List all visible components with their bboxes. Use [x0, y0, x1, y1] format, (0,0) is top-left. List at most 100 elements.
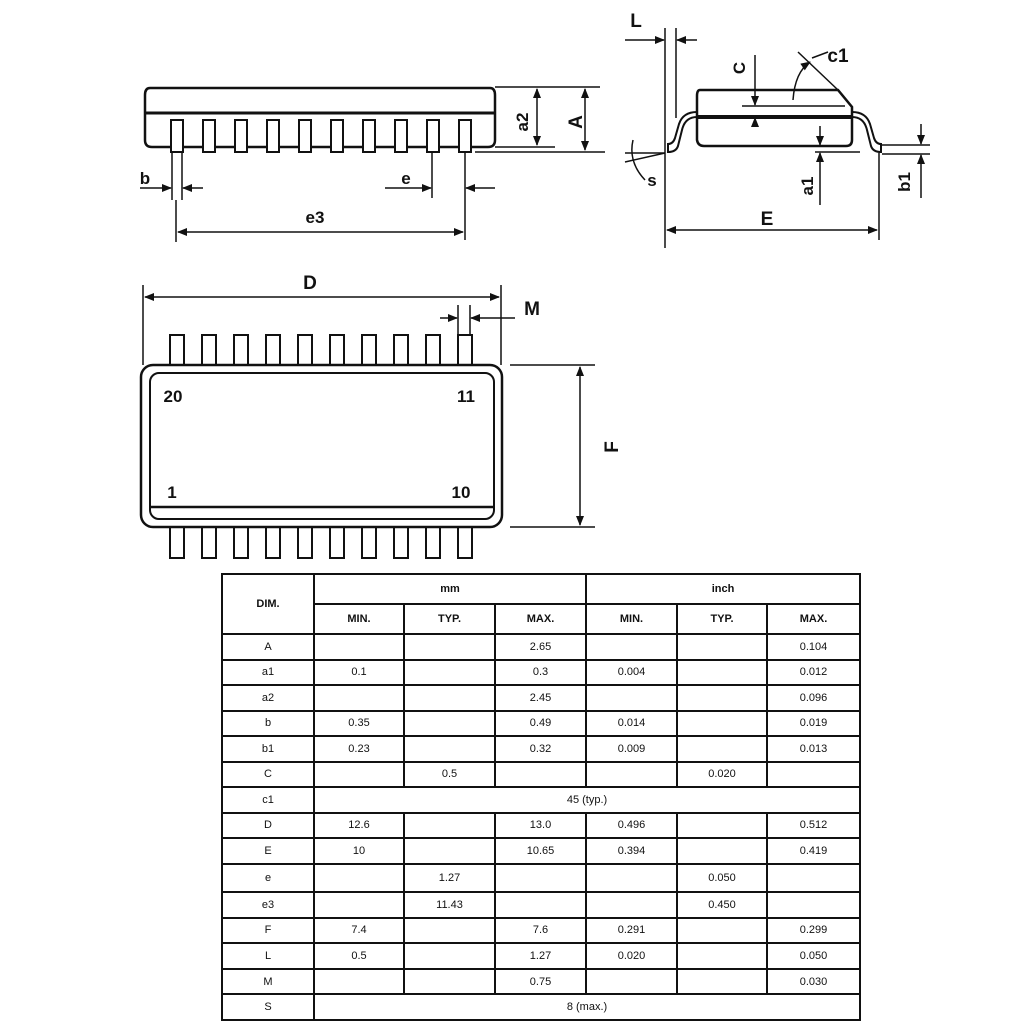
pin [233, 524, 249, 559]
dim-cell: b [221, 709, 315, 738]
value-cell: 12.6 [313, 811, 405, 840]
value-cell [403, 967, 496, 996]
value-cell: 0.5 [403, 760, 496, 789]
pin [393, 334, 409, 368]
value-cell [585, 633, 678, 661]
value-cell: 0.419 [765, 837, 862, 865]
label-c1: c1 [827, 46, 849, 67]
value-cell [403, 837, 496, 865]
value-cell: 0.1 [313, 658, 405, 687]
subheader-inch-min: MIN. [585, 603, 678, 635]
value-cell: 0.23 [313, 735, 405, 763]
value-cell [765, 760, 862, 789]
value-cell [676, 811, 768, 840]
dim-cell: a2 [221, 684, 315, 712]
value-cell: 0.096 [765, 684, 862, 712]
package-body-side [695, 88, 854, 148]
value-cell [313, 760, 405, 789]
value-cell: 1.27 [494, 942, 587, 970]
value-cell: 0.496 [585, 811, 678, 840]
value-cell [676, 837, 768, 865]
pin [233, 334, 249, 368]
subheader-mm-max: MAX. [494, 603, 587, 635]
value-cell [313, 862, 405, 894]
pin [297, 334, 313, 368]
value-cell: 10.65 [494, 837, 587, 865]
pin [329, 334, 345, 368]
dimensions-table: DIM. mm inch MIN. TYP. MAX. MIN. TYP. MA… [221, 573, 862, 1021]
value-cell: 0.020 [585, 942, 678, 970]
front-view [140, 86, 605, 242]
label-s: s [647, 171, 656, 190]
value-cell: 0.009 [585, 735, 678, 763]
dim-cell: a1 [221, 658, 315, 687]
package-body-top [139, 363, 504, 529]
value-cell: 7.4 [313, 916, 405, 945]
value-cell: 0.014 [585, 709, 678, 738]
value-cell [676, 633, 768, 661]
value-cell [676, 709, 768, 738]
value-cell [494, 760, 587, 789]
pin [425, 524, 441, 559]
pin [298, 119, 312, 153]
value-cell [403, 684, 496, 712]
value-cell: 0.512 [765, 811, 862, 840]
pin [202, 119, 216, 153]
value-cell: 0.104 [765, 633, 862, 661]
pin [425, 334, 441, 368]
dim-cell: c1 [221, 786, 315, 814]
value-cell: 0.75 [494, 967, 587, 996]
dim-cell: e [221, 862, 315, 894]
pin [169, 524, 185, 559]
pin [201, 334, 217, 368]
value-cell [494, 891, 587, 919]
value-cell: 0.012 [765, 658, 862, 687]
dim-cell: E [221, 837, 315, 865]
pin [170, 119, 184, 153]
label-b1: b1 [895, 172, 914, 192]
label-a1: a1 [798, 177, 817, 196]
header-mm: mm [313, 573, 587, 605]
value-cell: 0.450 [676, 891, 768, 919]
label-F: F [602, 441, 623, 453]
top-view [139, 285, 595, 559]
pin [361, 524, 377, 559]
value-cell: 0.004 [585, 658, 678, 687]
label-E: E [761, 209, 774, 230]
pin [393, 524, 409, 559]
lead-right [851, 111, 882, 154]
pin [426, 119, 440, 153]
pin-label-1: 1 [167, 483, 176, 502]
span-cell: 8 (max.) [312, 993, 862, 1021]
value-cell: 0.291 [585, 916, 678, 945]
pin [169, 334, 185, 368]
subheader-inch-typ: TYP. [676, 603, 768, 635]
value-cell [585, 967, 678, 996]
top-pins [169, 334, 473, 368]
value-cell [765, 862, 862, 894]
value-cell: 0.32 [494, 735, 587, 763]
value-cell: 11.43 [403, 891, 496, 919]
pin [266, 119, 280, 153]
pin [394, 119, 408, 153]
bottom-pins [169, 524, 473, 559]
value-cell: 0.013 [765, 735, 862, 763]
front-pins [170, 119, 472, 153]
value-cell [676, 916, 768, 945]
value-cell: 0.050 [676, 862, 768, 894]
pin [458, 119, 472, 153]
value-cell [403, 735, 496, 763]
label-b: b [140, 169, 150, 188]
subheader-mm-min: MIN. [313, 603, 405, 635]
package-body-front [143, 86, 497, 149]
